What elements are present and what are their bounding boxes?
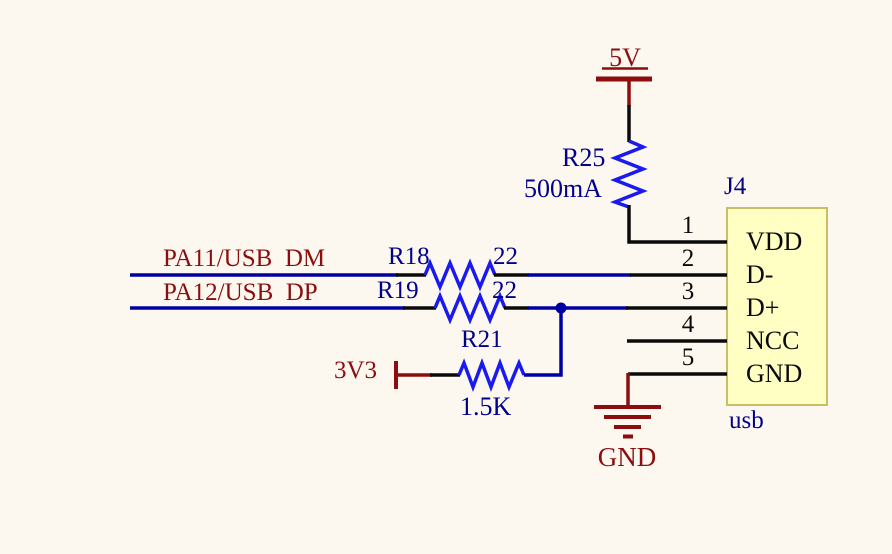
- pin-number-1: 1: [681, 212, 695, 239]
- pin-number-5: 5: [681, 344, 695, 371]
- r19-value: 22: [492, 277, 517, 304]
- pin-number-2: 2: [681, 245, 695, 272]
- j4-type-label: usb: [729, 407, 764, 434]
- wire-pin1[interactable]: [627, 205, 727, 244]
- wire-r21-right[interactable]: [524, 307, 563, 377]
- r25-value: 500mA: [524, 174, 602, 203]
- pin-name-ncc: NCC: [746, 326, 800, 355]
- pin-name-dminus: D-: [746, 260, 774, 289]
- r18-value: 22: [493, 243, 518, 270]
- pin-name-dplus: D+: [746, 293, 780, 322]
- power-label-3v3: 3V3: [334, 357, 378, 384]
- j4-designator: J4: [724, 173, 747, 200]
- power-label-gnd: GND: [597, 442, 657, 472]
- resistor-r21-zigzag[interactable]: [457, 358, 526, 392]
- pin-number-4: 4: [681, 311, 695, 338]
- net-label-usb-dp: PA12/USB DP: [163, 279, 318, 306]
- pin-name-gnd: GND: [746, 359, 803, 388]
- power-label-5v: 5V: [609, 43, 641, 72]
- resistor-r25-zigzag[interactable]: [610, 139, 648, 209]
- pin-number-3: 3: [681, 278, 695, 305]
- r21-designator: R21: [461, 326, 503, 353]
- net-label-usb-dm: PA11/USB DM: [163, 245, 326, 272]
- r21-value: 1.5K: [460, 392, 512, 421]
- r19-designator: R19: [377, 277, 419, 304]
- resistor-r19-zigzag[interactable]: [433, 291, 507, 325]
- r18-designator: R18: [388, 243, 430, 270]
- resistor-r18-zigzag[interactable]: [423, 258, 497, 292]
- r25-designator: R25: [562, 143, 606, 172]
- connector-j4-body[interactable]: [726, 207, 828, 406]
- pin-name-vdd: VDD: [746, 227, 803, 256]
- junction-dot[interactable]: [555, 302, 567, 314]
